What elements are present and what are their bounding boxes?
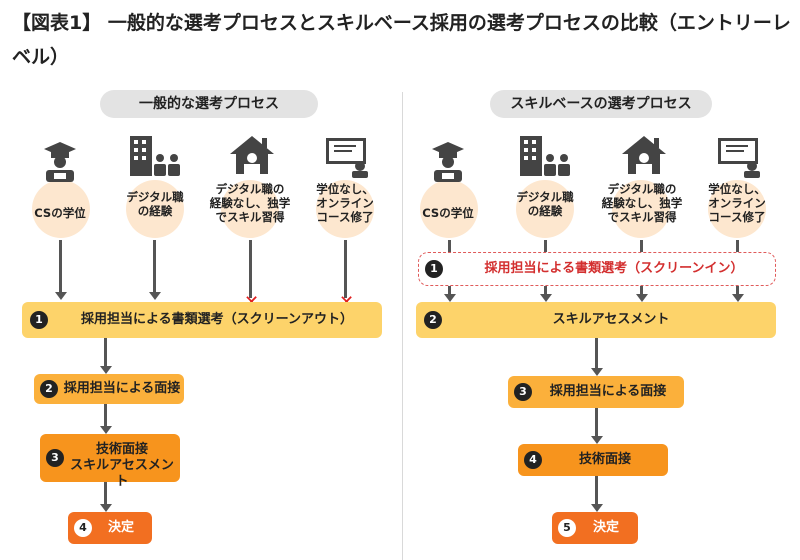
step-label: 技術面接 bbox=[578, 452, 631, 467]
flow-arrowhead bbox=[540, 294, 552, 302]
flow-arrow bbox=[249, 240, 252, 298]
candidate-label: 学位なし、 オンライン コース修了 bbox=[708, 182, 766, 224]
candidate-label: デジタル職の 経験なし、独学 でスキル習得 bbox=[601, 182, 683, 224]
step-technical-interview: 4 技術面接 bbox=[518, 444, 668, 476]
flow-arrow bbox=[544, 286, 547, 296]
step-label: 決定 bbox=[107, 520, 134, 535]
house-icon bbox=[622, 136, 666, 174]
step-label: 採用担当による書類選考（スクリーンイン） bbox=[484, 261, 744, 276]
step-number: 2 bbox=[424, 311, 442, 329]
graduate-icon bbox=[432, 142, 464, 182]
step-screen-in: 1 採用担当による書類選考（スクリーンイン） bbox=[418, 252, 776, 286]
step-label: 採用担当による面接 bbox=[63, 381, 181, 396]
online-course-icon bbox=[326, 138, 368, 178]
step-recruiter-interview: 3 採用担当による面接 bbox=[508, 376, 684, 408]
candidate-circle bbox=[516, 180, 574, 238]
flow-arrow bbox=[595, 408, 598, 436]
flow-arrow bbox=[544, 240, 547, 252]
step-label: 採用担当による書類選考（スクリーンアウト） bbox=[81, 312, 353, 327]
flow-arrowhead bbox=[55, 292, 67, 300]
step-technical-interview: 3 技術面接 スキルアセスメント bbox=[40, 434, 180, 489]
flow-arrow bbox=[736, 240, 739, 252]
candidate-circle bbox=[708, 180, 766, 238]
flow-arrowhead bbox=[444, 294, 456, 302]
flow-arrow bbox=[104, 404, 107, 426]
step-number: 1 bbox=[30, 311, 48, 329]
candidate-label: CSの学位 bbox=[422, 206, 474, 220]
flow-arrowhead bbox=[100, 366, 112, 374]
flow-arrow bbox=[595, 476, 598, 504]
candidate-circle bbox=[221, 180, 279, 238]
flow-arrow bbox=[59, 240, 62, 292]
flow-arrow bbox=[736, 286, 739, 296]
step-number: 3 bbox=[46, 449, 64, 467]
candidate-label: デジタル職の 経験なし、独学 でスキル習得 bbox=[209, 182, 291, 224]
flow-arrowhead bbox=[636, 294, 648, 302]
office-building-icon bbox=[520, 136, 570, 176]
flow-arrow bbox=[640, 286, 643, 296]
step-screen-out: 1 採用担当による書類選考（スクリーンアウト） bbox=[22, 302, 382, 338]
flow-arrow bbox=[448, 286, 451, 296]
flow-arrowhead bbox=[591, 368, 603, 376]
panel-divider bbox=[402, 92, 403, 560]
candidate-label: CSの学位 bbox=[34, 206, 86, 220]
office-building-icon bbox=[130, 136, 180, 176]
online-course-icon bbox=[718, 138, 760, 178]
left-panel-header: 一般的な選考プロセス bbox=[100, 90, 318, 118]
graduate-icon bbox=[44, 142, 76, 182]
candidate-circle bbox=[420, 180, 478, 238]
flow-arrowhead bbox=[591, 504, 603, 512]
house-icon bbox=[230, 136, 274, 174]
flow-arrowhead bbox=[591, 436, 603, 444]
candidate-circle bbox=[316, 180, 374, 238]
flow-arrowhead bbox=[100, 426, 112, 434]
flow-arrow bbox=[104, 338, 107, 366]
flow-arrow bbox=[595, 338, 598, 368]
candidate-circle bbox=[126, 180, 184, 238]
step-number: 5 bbox=[558, 519, 576, 537]
step-number: 4 bbox=[74, 519, 92, 537]
step-number: 4 bbox=[524, 451, 542, 469]
right-panel-header: スキルベースの選考プロセス bbox=[490, 90, 712, 118]
flow-arrow bbox=[448, 240, 451, 252]
figure-title: 【図表1】 一般的な選考プロセスとスキルベース採用の選考プロセスの比較（エントリ… bbox=[12, 12, 791, 68]
step-label: 技術面接 スキルアセスメント bbox=[70, 442, 174, 489]
step-decision: 5 決定 bbox=[552, 512, 638, 544]
step-label: 決定 bbox=[592, 520, 619, 535]
step-decision: 4 決定 bbox=[68, 512, 152, 544]
step-recruiter-interview: 2 採用担当による面接 bbox=[34, 374, 184, 404]
step-number: 2 bbox=[40, 380, 58, 398]
flow-arrowhead bbox=[149, 292, 161, 300]
flow-arrow bbox=[153, 240, 156, 292]
flow-arrow bbox=[344, 240, 347, 298]
step-label: 採用担当による面接 bbox=[549, 384, 667, 399]
flow-arrow bbox=[104, 482, 107, 504]
step-skill-assessment: 2 スキルアセスメント bbox=[416, 302, 776, 338]
step-number: 1 bbox=[425, 260, 443, 278]
candidate-label: デジタル職 の経験 bbox=[516, 190, 574, 218]
flow-arrowhead bbox=[732, 294, 744, 302]
step-label: スキルアセスメント bbox=[552, 312, 670, 327]
flow-arrowhead bbox=[100, 504, 112, 512]
candidate-label: 学位なし、 オンライン コース修了 bbox=[316, 182, 374, 224]
candidate-circle bbox=[32, 180, 90, 238]
flow-arrow bbox=[640, 240, 643, 252]
candidate-circle bbox=[612, 180, 670, 238]
candidate-label: デジタル職 の経験 bbox=[126, 190, 184, 218]
step-number: 3 bbox=[514, 383, 532, 401]
